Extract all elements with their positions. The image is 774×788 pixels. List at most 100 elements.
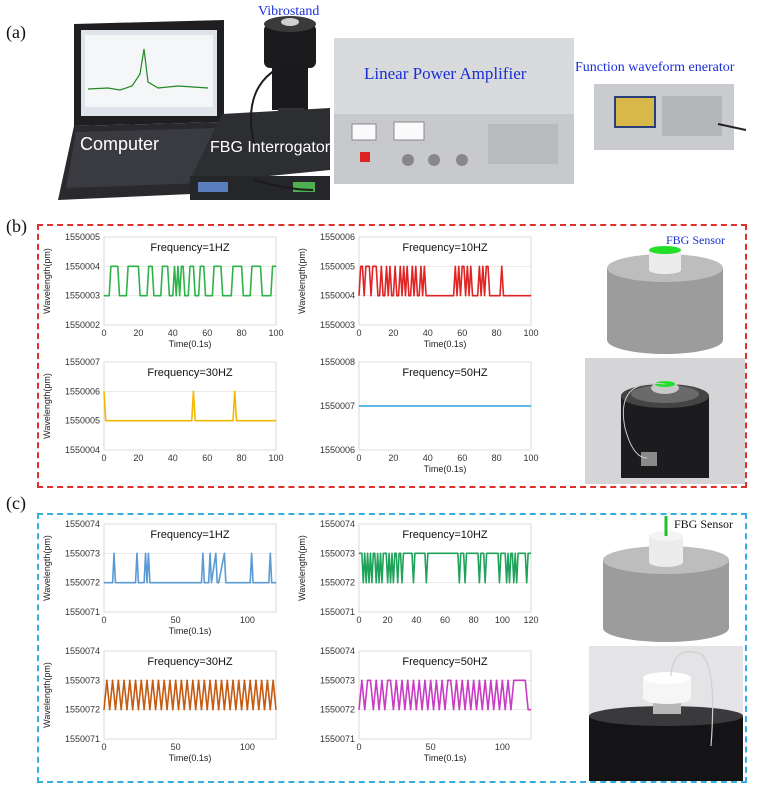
data-point [490, 552, 492, 554]
data-point [395, 679, 397, 681]
data-point [519, 679, 520, 681]
data-point [450, 552, 452, 554]
data-point [149, 582, 151, 584]
data-point [447, 679, 449, 681]
data-point [404, 709, 406, 711]
data-point [504, 709, 506, 711]
data-point [421, 709, 423, 711]
x-tick-label: 80 [492, 453, 502, 463]
data-point [520, 552, 522, 554]
data-point [441, 679, 443, 681]
y-tick-label: 1550071 [65, 734, 100, 744]
data-point [258, 709, 260, 711]
x-tick-label: 50 [426, 742, 436, 752]
data-point [103, 582, 105, 584]
data-point [390, 582, 391, 584]
data-point [361, 552, 363, 554]
data-point [202, 552, 204, 554]
data-point [425, 295, 427, 297]
data-point [232, 265, 234, 267]
data-point [360, 552, 361, 554]
x-tick-label: 0 [356, 615, 361, 625]
data-point [178, 709, 179, 711]
chart-title: Frequency=1HZ [150, 529, 229, 541]
vibrostand-label: Vibrostand [258, 4, 320, 19]
data-point [362, 265, 363, 267]
data-point [138, 709, 139, 711]
data-point [384, 295, 386, 297]
data-point [496, 679, 497, 681]
x-tick-label: 60 [457, 328, 467, 338]
data-point [192, 679, 194, 681]
data-point [501, 679, 503, 681]
data-point [155, 709, 156, 711]
data-point [496, 295, 497, 297]
data-point [432, 295, 434, 297]
data-point [174, 265, 175, 267]
data-point [208, 582, 210, 584]
panel-label-c: (c) [6, 493, 26, 513]
data-point [500, 552, 502, 554]
chart-title: Frequency=50HZ [402, 656, 488, 668]
vibrostand-photo-c [589, 646, 743, 781]
data-point [179, 295, 181, 297]
data-point [492, 295, 494, 297]
data-point [105, 420, 107, 422]
data-point [407, 679, 409, 681]
x-tick-label: 0 [101, 742, 106, 752]
y-axis-label: Wavelength(pm) [42, 373, 52, 439]
data-point [117, 679, 119, 681]
data-point [530, 405, 532, 407]
data-point [519, 552, 520, 554]
data-point [440, 552, 442, 554]
data-point [413, 679, 414, 681]
data-point [430, 295, 432, 297]
data-point [511, 552, 513, 554]
x-tick-label: 120 [523, 615, 538, 625]
y-axis-label: Wavelength(pm) [42, 248, 52, 314]
data-point [484, 679, 486, 681]
data-point [529, 552, 530, 554]
data-point [103, 709, 105, 711]
data-point [472, 295, 473, 297]
data-point [428, 552, 430, 554]
data-point [403, 552, 404, 554]
x-tick-label: 40 [411, 615, 421, 625]
data-point [275, 582, 277, 584]
y-tick-label: 1550071 [65, 607, 100, 617]
data-point [420, 552, 422, 554]
data-point [213, 265, 215, 267]
data-point [127, 265, 129, 267]
data-point [410, 709, 411, 711]
data-point [399, 265, 401, 267]
data-point [475, 295, 477, 297]
data-point [489, 552, 490, 554]
data-point [441, 295, 442, 297]
y-tick-label: 1550073 [320, 548, 355, 558]
y-axis-label: Wavelength(pm) [297, 535, 307, 601]
data-point [485, 265, 487, 267]
data-point [464, 709, 466, 711]
data-point [150, 582, 152, 584]
data-point [160, 295, 162, 297]
data-point [434, 552, 436, 554]
y-tick-label: 1550074 [65, 646, 100, 656]
data-point [241, 265, 243, 267]
plot-area [358, 650, 532, 740]
data-point [508, 295, 510, 297]
data-point [167, 265, 169, 267]
data-point [493, 709, 495, 711]
data-point [358, 552, 360, 554]
data-point [401, 295, 403, 297]
data-point [458, 265, 460, 267]
data-point [381, 582, 383, 584]
data-point [215, 552, 217, 554]
x-tick-label: 0 [101, 328, 106, 338]
plot-area [103, 361, 277, 451]
data-point [249, 582, 251, 584]
data-point [510, 552, 512, 554]
data-point [215, 679, 217, 681]
